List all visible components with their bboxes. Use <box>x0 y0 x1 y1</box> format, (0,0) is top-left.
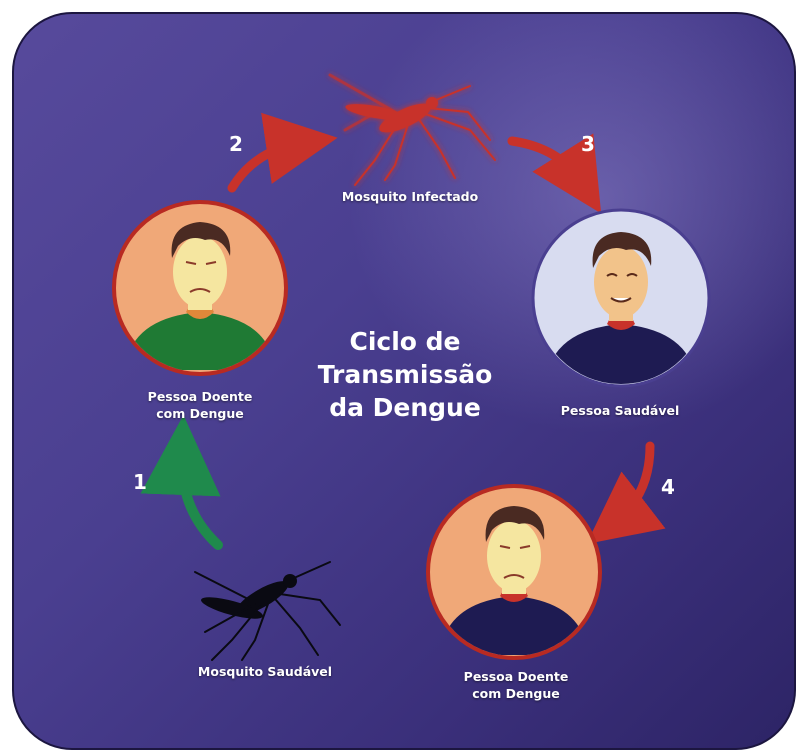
title-line-2: Transmissão <box>310 358 500 391</box>
arrow-step-4 <box>615 446 650 522</box>
step-number-1: 1 <box>133 470 147 494</box>
step-number-4: 4 <box>661 475 675 499</box>
sick-person-left-label-line-1: Pessoa Doente <box>120 388 280 405</box>
title-line-3: da Dengue <box>310 391 500 424</box>
sick-person-bottom-label-line-1: Pessoa Doente <box>436 668 596 685</box>
sick-person-bottom-label: Pessoa Doente com Dengue <box>436 668 596 702</box>
title-line-1: Ciclo de <box>310 325 500 358</box>
arrow-step-3 <box>512 141 582 183</box>
sick-person-bottom-portrait <box>428 486 600 658</box>
healthy-person-portrait <box>533 210 709 386</box>
step-number-2: 2 <box>229 132 243 156</box>
healthy-mosquito-label: Mosquito Saudável <box>170 663 360 680</box>
sick-person-left-label-line-2: com Dengue <box>120 405 280 422</box>
step-number-3: 3 <box>581 132 595 156</box>
healthy-person-label: Pessoa Saudável <box>545 402 695 419</box>
arrow-step-1 <box>182 455 218 545</box>
healthy-mosquito-icon <box>195 562 340 660</box>
diagram-title: Ciclo de Transmissão da Dengue <box>310 325 500 424</box>
sick-person-left-label: Pessoa Doente com Dengue <box>120 388 280 422</box>
sick-person-left-portrait <box>114 202 286 374</box>
sick-person-bottom-label-line-2: com Dengue <box>436 685 596 702</box>
infected-mosquito-label: Mosquito Infectado <box>320 188 500 205</box>
infected-mosquito-icon <box>330 75 495 185</box>
